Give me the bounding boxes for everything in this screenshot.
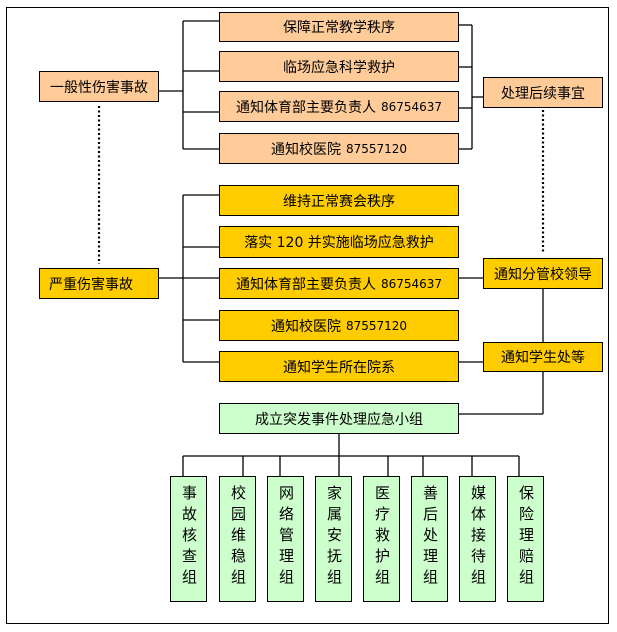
serious-injury-box: 严重伤害事故 [39, 268, 159, 299]
team-label: 事故核查组 [180, 485, 198, 590]
serious-step-box: 落实 120 并实施临场应急救护 [219, 226, 459, 258]
general-injury-box: 一般性伤害事故 [39, 71, 159, 102]
team-label: 网络管理组 [277, 485, 295, 590]
serious-step-box: 通知校医院 87557120 [219, 310, 459, 341]
team-box: 医疗救护组 [363, 476, 400, 602]
team-box: 网络管理组 [267, 476, 304, 602]
general-step-box: 通知校医院 87557120 [219, 133, 459, 164]
diagram-frame [6, 7, 609, 624]
step-label: 保障正常教学秩序 [283, 20, 395, 36]
team-box: 事故核查组 [170, 476, 207, 602]
followup-box: 处理后续事宜 [483, 77, 603, 108]
serious-step-box: 通知体育部主要负责人 86754637 [219, 268, 459, 299]
step-label: 通知校医院 [270, 318, 341, 335]
phone-number: 87557120 [345, 318, 408, 333]
team-label: 善后处理组 [421, 485, 439, 590]
team-box: 保险理赔组 [507, 476, 544, 602]
phone-number: 86754637 [380, 99, 443, 114]
emergency-group-label: 成立突发事件处理应急小组 [255, 411, 423, 428]
serious-step-box: 通知学生所在院系 [219, 351, 459, 382]
step-label: 通知校医院 [270, 141, 341, 158]
team-box: 校园维稳组 [219, 476, 256, 602]
step-label: 维持正常赛会秩序 [283, 193, 395, 210]
serious-step-box: 维持正常赛会秩序 [219, 185, 459, 216]
step-label: 落实 120 并实施临场应急救护 [244, 235, 434, 251]
team-box: 善后处理组 [411, 476, 448, 602]
followup-label: 处理后续事宜 [501, 85, 585, 102]
step-label: 临场应急科学救护 [283, 59, 395, 76]
notify-student-office-label: 通知学生处等 [501, 350, 585, 366]
team-box: 媒体接待组 [459, 476, 496, 602]
phone-number: 87557120 [345, 141, 408, 156]
step-label: 通知体育部主要负责人 [235, 276, 376, 293]
step-label: 通知体育部主要负责人 [235, 99, 376, 116]
general-step-box: 保障正常教学秩序 [219, 12, 459, 42]
phone-number: 86754637 [380, 276, 443, 291]
team-label: 医疗救护组 [373, 485, 391, 590]
notify-leader-label: 通知分管校领导 [494, 266, 592, 283]
general-step-box: 通知体育部主要负责人 86754637 [219, 91, 459, 122]
team-label: 校园维稳组 [229, 485, 247, 590]
general-injury-label: 一般性伤害事故 [50, 79, 148, 96]
team-label: 家属安抚组 [325, 485, 343, 590]
emergency-group-box: 成立突发事件处理应急小组 [219, 403, 459, 434]
team-box: 家属安抚组 [315, 476, 352, 602]
team-label: 保险理赔组 [517, 485, 535, 590]
general-step-box: 临场应急科学救护 [219, 51, 459, 82]
notify-student-office-box: 通知学生处等 [483, 342, 603, 372]
notify-leader-box: 通知分管校领导 [483, 258, 603, 289]
step-label: 通知学生所在院系 [283, 359, 395, 376]
serious-injury-label: 严重伤害事故 [49, 276, 133, 293]
team-label: 媒体接待组 [469, 485, 487, 590]
